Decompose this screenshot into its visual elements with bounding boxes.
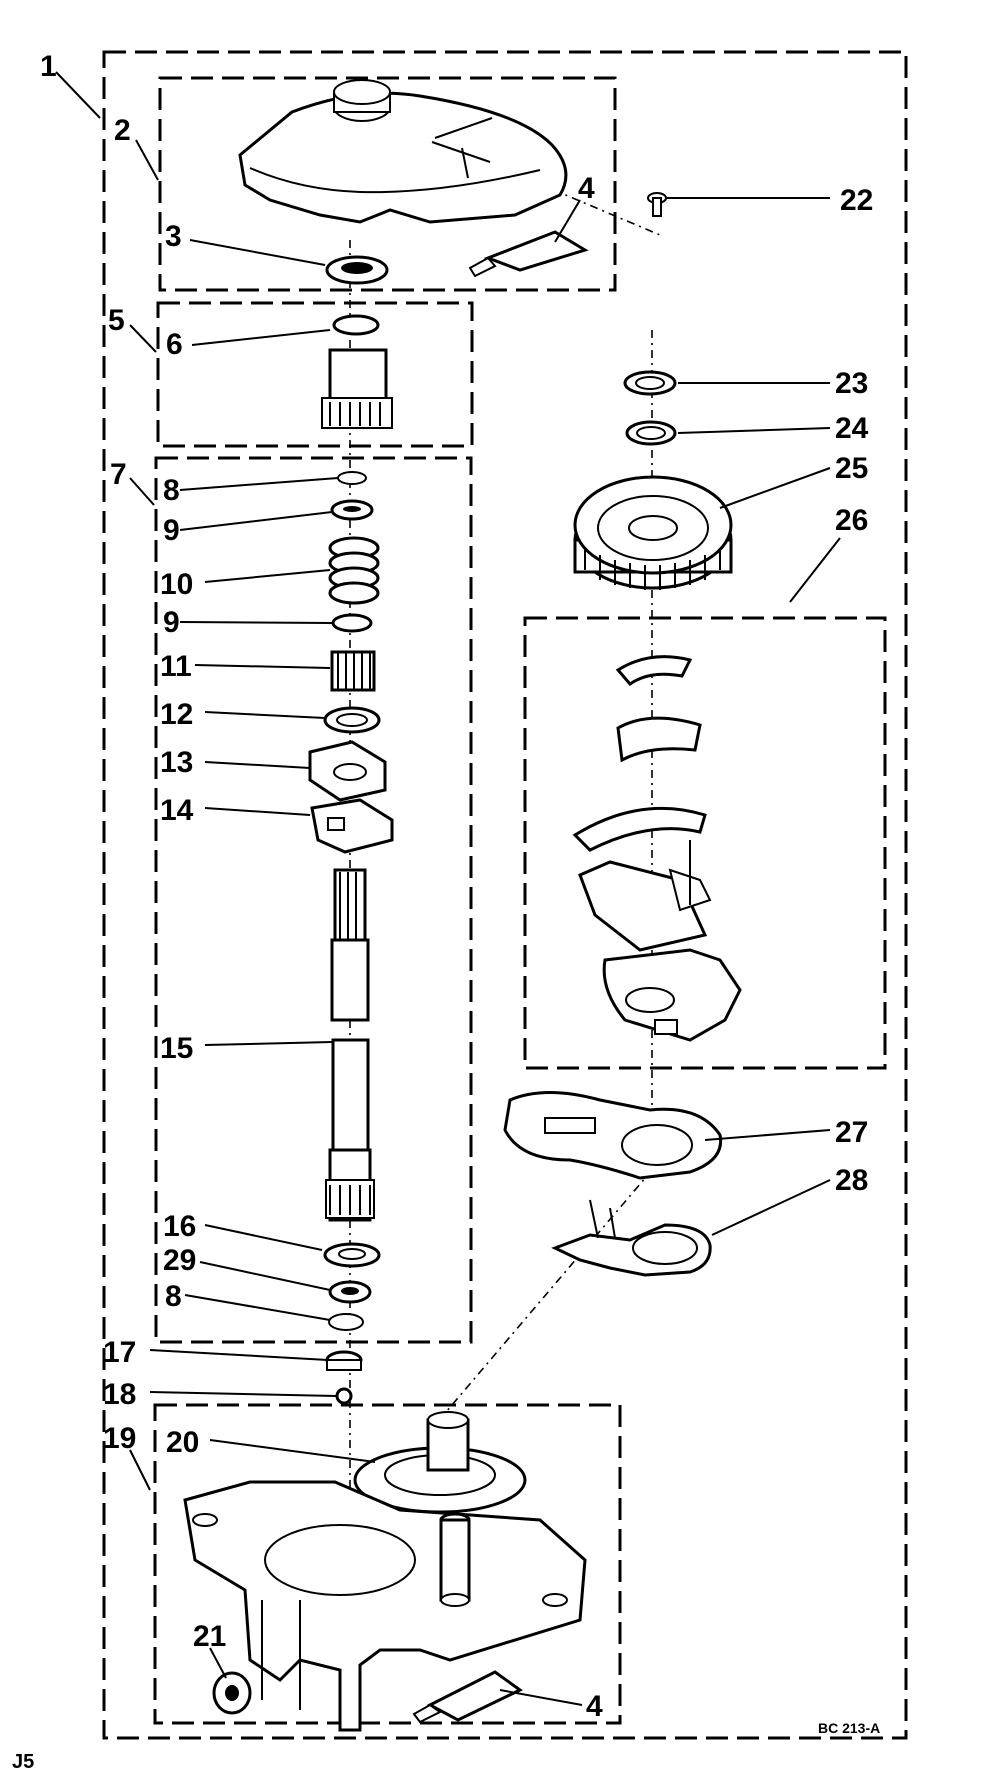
cam-assembly <box>572 655 742 1042</box>
callout-9-lower: 9 <box>163 606 180 639</box>
callout-4-upper: 4 <box>578 172 595 205</box>
callout-4-lower: 4 <box>586 1690 603 1723</box>
callout-17: 17 <box>103 1336 136 1369</box>
callout-9-upper: 9 <box>163 514 180 547</box>
callout-16: 16 <box>163 1210 196 1243</box>
washer-16 <box>323 1242 381 1268</box>
thrust-washer-upper <box>330 499 374 521</box>
callout-labels: 1 2 3 4 4 5 6 7 8 8 9 9 10 11 12 13 14 1… <box>40 50 873 1723</box>
callout-7: 7 <box>110 458 127 491</box>
thrust-washer-lower <box>331 613 373 633</box>
shift-fork <box>310 798 394 854</box>
callout-12: 12 <box>160 698 193 731</box>
callout-25: 25 <box>835 452 868 485</box>
washer-23 <box>623 370 677 396</box>
callout-18: 18 <box>103 1378 136 1411</box>
case-group-box <box>153 1403 622 1725</box>
ball-18 <box>335 1387 353 1405</box>
bolt <box>647 192 667 217</box>
pinion <box>321 314 393 429</box>
clutch-sleeve <box>330 650 376 692</box>
shifter <box>308 740 387 802</box>
washer <box>323 706 381 734</box>
callout-26: 26 <box>835 504 868 537</box>
shaft-group-box <box>154 456 473 1344</box>
callout-29: 29 <box>163 1244 196 1277</box>
seal <box>325 255 389 285</box>
callout-13: 13 <box>160 746 193 779</box>
snap-ring-upper <box>337 471 367 485</box>
callout-27: 27 <box>835 1116 868 1149</box>
agitator-shaft <box>325 868 375 1222</box>
callout-10: 10 <box>160 568 193 601</box>
drawing-code: BC 213-A <box>818 1720 880 1736</box>
callout-2: 2 <box>114 114 131 147</box>
callout-20: 20 <box>166 1426 199 1459</box>
cam-group-box <box>523 616 887 1070</box>
grease-tube-lower <box>412 1670 523 1724</box>
callout-22: 22 <box>840 184 873 217</box>
shift-lever <box>551 1199 712 1277</box>
pinion-group-box <box>156 301 474 448</box>
callout-15: 15 <box>160 1032 193 1065</box>
drive-gear <box>353 1411 527 1514</box>
callout-19: 19 <box>103 1422 136 1455</box>
leader-lines <box>55 71 841 1706</box>
washer-24 <box>625 420 677 446</box>
cam-lever <box>503 1091 723 1180</box>
bearing-29 <box>328 1280 372 1304</box>
callout-24: 24 <box>835 412 869 445</box>
callout-6: 6 <box>166 328 183 361</box>
callout-28: 28 <box>835 1164 868 1197</box>
callout-1: 1 <box>40 50 57 83</box>
spring <box>328 536 380 605</box>
callout-3: 3 <box>165 220 182 253</box>
callout-11: 11 <box>160 650 192 683</box>
callout-21: 21 <box>193 1620 226 1653</box>
gear-case <box>183 1480 587 1732</box>
callout-5: 5 <box>108 304 125 337</box>
seal-17 <box>325 1350 363 1371</box>
corner-mark: J5 <box>12 1751 34 1773</box>
callout-8-upper: 8 <box>163 474 180 507</box>
main-gear <box>573 475 733 590</box>
callout-8-lower: 8 <box>165 1280 182 1313</box>
callout-23: 23 <box>835 367 868 400</box>
gear-case-cover <box>238 79 568 224</box>
snap-ring-lower <box>328 1313 364 1331</box>
link-axis <box>445 1169 653 1413</box>
bushing <box>212 1671 252 1715</box>
assembly-boundary-box <box>102 50 908 1740</box>
cover-group-box <box>158 76 617 292</box>
grease-tube-upper <box>468 230 589 278</box>
callout-14: 14 <box>160 794 194 827</box>
